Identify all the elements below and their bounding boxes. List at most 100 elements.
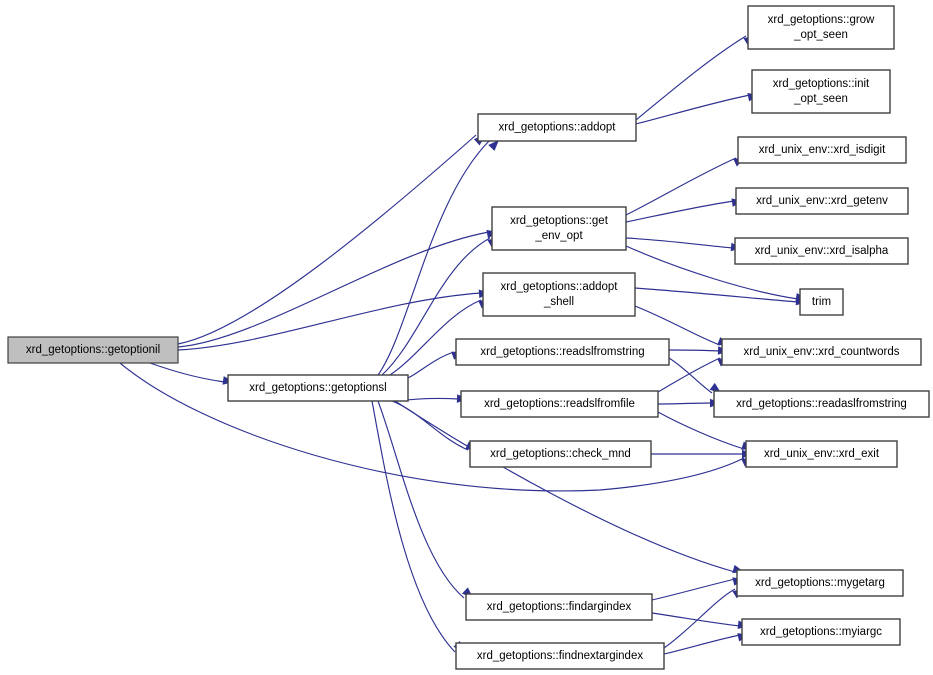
node-box[interactable] bbox=[477, 113, 637, 142]
node-box[interactable] bbox=[734, 237, 909, 265]
edge-line bbox=[634, 305, 721, 346]
node-label: xrd_getoptions::check_mnd bbox=[490, 448, 631, 460]
node-box[interactable] bbox=[227, 374, 409, 402]
edge-readslfromstring-to-xrd_countwords bbox=[668, 346, 729, 355]
node-get_env_opt[interactable]: xrd_getoptions::get_env_opt bbox=[491, 206, 627, 251]
edge-line bbox=[177, 134, 477, 345]
node-xrd_exit[interactable]: xrd_unix_env::xrd_exit bbox=[745, 440, 898, 468]
node-trim[interactable]: trim bbox=[799, 288, 844, 316]
edge-line bbox=[625, 245, 799, 300]
edge-line bbox=[657, 411, 745, 450]
node-xrd_isdigit[interactable]: xrd_unix_env::xrd_isdigit bbox=[737, 136, 907, 164]
edge-line bbox=[625, 237, 734, 249]
node-label: xrd_unix_env::xrd_getenv bbox=[756, 195, 888, 207]
node-box[interactable] bbox=[737, 136, 907, 164]
edge-getoptionsl-to-addopt bbox=[377, 139, 499, 376]
edge-readslfromfile-to-readaslfromstring bbox=[657, 398, 721, 408]
edge-getoptionil-to-addopt_shell bbox=[177, 289, 490, 351]
edge-findargindex-to-mygetarg bbox=[651, 577, 744, 601]
node-box[interactable] bbox=[721, 338, 922, 366]
node-label: _opt_seen bbox=[793, 29, 848, 41]
node-label: xrd_getoptions::get bbox=[510, 215, 609, 227]
node-getoptionsl[interactable]: xrd_getoptions::getoptionsl bbox=[227, 374, 409, 402]
node-box[interactable] bbox=[713, 390, 930, 418]
node-box[interactable] bbox=[465, 593, 653, 621]
edge-getoptionsl-to-readslfromfile bbox=[399, 394, 468, 403]
node-mygetarg[interactable]: xrd_getoptions::mygetarg bbox=[736, 569, 904, 597]
node-xrd_countwords[interactable]: xrd_unix_env::xrd_countwords bbox=[721, 338, 922, 366]
node-label: xrd_getoptions::readslfromstring bbox=[480, 346, 644, 358]
edge-getoptionil-to-getoptionsl bbox=[149, 362, 234, 385]
node-box[interactable] bbox=[736, 569, 904, 597]
node-box[interactable] bbox=[741, 618, 901, 646]
edge-getoptionil-to-get_env_opt bbox=[177, 229, 498, 348]
node-label: xrd_unix_env::xrd_isalpha bbox=[755, 245, 889, 257]
node-addopt_shell[interactable]: xrd_getoptions::addopt_shell bbox=[482, 272, 636, 317]
node-box[interactable] bbox=[7, 336, 179, 364]
edge-get_env_opt-to-xrd_getenv bbox=[625, 198, 743, 223]
node-addopt[interactable]: xrd_getoptions::addopt bbox=[477, 113, 637, 142]
edge-line bbox=[668, 357, 713, 394]
edge-line bbox=[651, 612, 741, 627]
node-box[interactable] bbox=[482, 272, 636, 317]
node-label: xrd_getoptions::grow bbox=[768, 14, 875, 26]
node-xrd_getenv[interactable]: xrd_unix_env::xrd_getenv bbox=[735, 187, 909, 215]
edge-addopt_shell-to-trim bbox=[634, 287, 807, 306]
edge-line bbox=[119, 362, 745, 492]
node-readaslfromstring[interactable]: xrd_getoptions::readaslfromstring bbox=[713, 390, 930, 418]
edge-check_mnd-to-xrd_exit bbox=[650, 449, 753, 459]
edge-line bbox=[657, 402, 713, 405]
node-label: xrd_getoptions::findnextargindex bbox=[477, 650, 643, 662]
edge-findnextargindex-to-myiargc bbox=[663, 633, 749, 655]
node-label: xrd_getoptions::addopt bbox=[498, 122, 616, 134]
node-grow_opt_seen[interactable]: xrd_getoptions::grow_opt_seen bbox=[747, 5, 895, 50]
node-label: xrd_getoptions::init bbox=[773, 78, 870, 90]
edge-addopt-to-grow_opt_seen bbox=[635, 35, 755, 121]
node-label: xrd_getoptions::getoptionil bbox=[26, 344, 160, 356]
node-label: xrd_unix_env::xrd_exit bbox=[764, 448, 880, 460]
node-readslfromfile[interactable]: xrd_getoptions::readslfromfile bbox=[460, 390, 659, 418]
edge-line bbox=[635, 94, 751, 125]
node-box[interactable] bbox=[455, 642, 665, 670]
edge-line bbox=[407, 351, 455, 379]
node-box[interactable] bbox=[455, 338, 670, 366]
node-box[interactable] bbox=[491, 206, 627, 251]
node-box[interactable] bbox=[799, 288, 844, 316]
edge-line bbox=[371, 400, 456, 653]
edge-line bbox=[625, 200, 735, 223]
edge-getoptionil-to-xrd_exit bbox=[119, 362, 753, 492]
node-findnextargindex[interactable]: xrd_getoptions::findnextargindex bbox=[455, 642, 665, 670]
arrowhead-icon bbox=[488, 140, 499, 151]
edge-line bbox=[651, 578, 736, 601]
edge-line bbox=[394, 400, 736, 573]
node-check_mnd[interactable]: xrd_getoptions::check_mnd bbox=[469, 440, 652, 468]
edge-addopt-to-init_opt_seen bbox=[635, 93, 759, 125]
node-label: _shell bbox=[543, 296, 574, 308]
node-xrd_isalpha[interactable]: xrd_unix_env::xrd_isalpha bbox=[734, 237, 909, 265]
edge-line bbox=[657, 357, 721, 393]
node-box[interactable] bbox=[460, 390, 659, 418]
node-label: xrd_unix_env::xrd_isdigit bbox=[759, 144, 886, 156]
node-init_opt_seen[interactable]: xrd_getoptions::init_opt_seen bbox=[751, 69, 891, 114]
node-label: xrd_getoptions::getoptionsl bbox=[249, 382, 386, 394]
node-box[interactable] bbox=[751, 69, 891, 114]
edge-get_env_opt-to-xrd_isdigit bbox=[625, 157, 745, 216]
edge-line bbox=[391, 400, 469, 451]
node-label: xrd_getoptions::myiargc bbox=[760, 626, 882, 638]
node-findargindex[interactable]: xrd_getoptions::findargindex bbox=[465, 593, 653, 621]
node-label: xrd_unix_env::xrd_countwords bbox=[744, 346, 900, 358]
node-box[interactable] bbox=[735, 187, 909, 215]
edge-line bbox=[634, 287, 799, 303]
node-readslfromstring[interactable]: xrd_getoptions::readslfromstring bbox=[455, 338, 670, 366]
edge-line bbox=[663, 634, 741, 655]
node-getoptionil[interactable]: xrd_getoptions::getoptionil bbox=[7, 336, 179, 364]
node-box[interactable] bbox=[469, 440, 652, 468]
edge-getoptionsl-to-findnextargindex bbox=[371, 400, 464, 653]
node-box[interactable] bbox=[745, 440, 898, 468]
edge-getoptionil-to-addopt bbox=[177, 134, 485, 345]
edge-line bbox=[177, 292, 482, 351]
node-box[interactable] bbox=[747, 5, 895, 50]
node-myiargc[interactable]: xrd_getoptions::myiargc bbox=[741, 618, 901, 646]
edge-line bbox=[663, 588, 736, 649]
edge-line bbox=[377, 400, 465, 599]
